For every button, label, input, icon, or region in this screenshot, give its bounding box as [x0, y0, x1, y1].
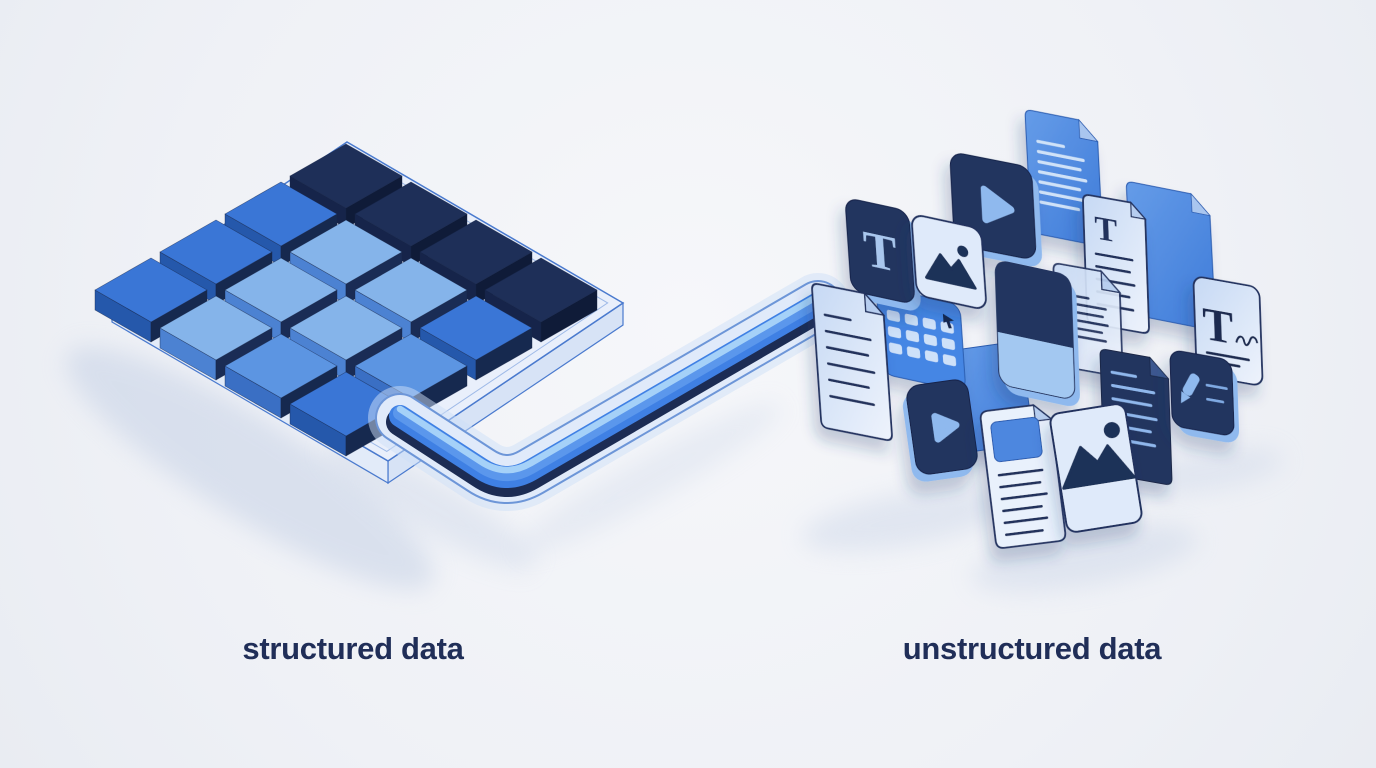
pen-note-icon [1169, 350, 1240, 443]
unstructured-data-label: unstructured data [902, 631, 1162, 666]
svg-text:T: T [1202, 299, 1234, 355]
data-tile [484, 257, 598, 343]
document-icon-image-header [979, 403, 1067, 549]
data-tile [289, 219, 403, 305]
structured-data-label: structured data [242, 631, 464, 666]
text-T-icon: T [845, 199, 921, 311]
image-icon-small [911, 215, 987, 309]
video-icon-bottom [902, 379, 978, 482]
data-tile [419, 295, 533, 381]
ground-shadows [65, 280, 1284, 593]
data-pipe [368, 273, 850, 511]
photo-icon [1049, 403, 1143, 533]
svg-text:T: T [862, 221, 899, 284]
document-icon-light-left [811, 283, 893, 441]
table-icon [876, 287, 966, 391]
unstructured-data-cluster: T T T [811, 109, 1264, 549]
svg-text:T: T [1094, 208, 1118, 250]
media-card-icon [994, 261, 1080, 407]
